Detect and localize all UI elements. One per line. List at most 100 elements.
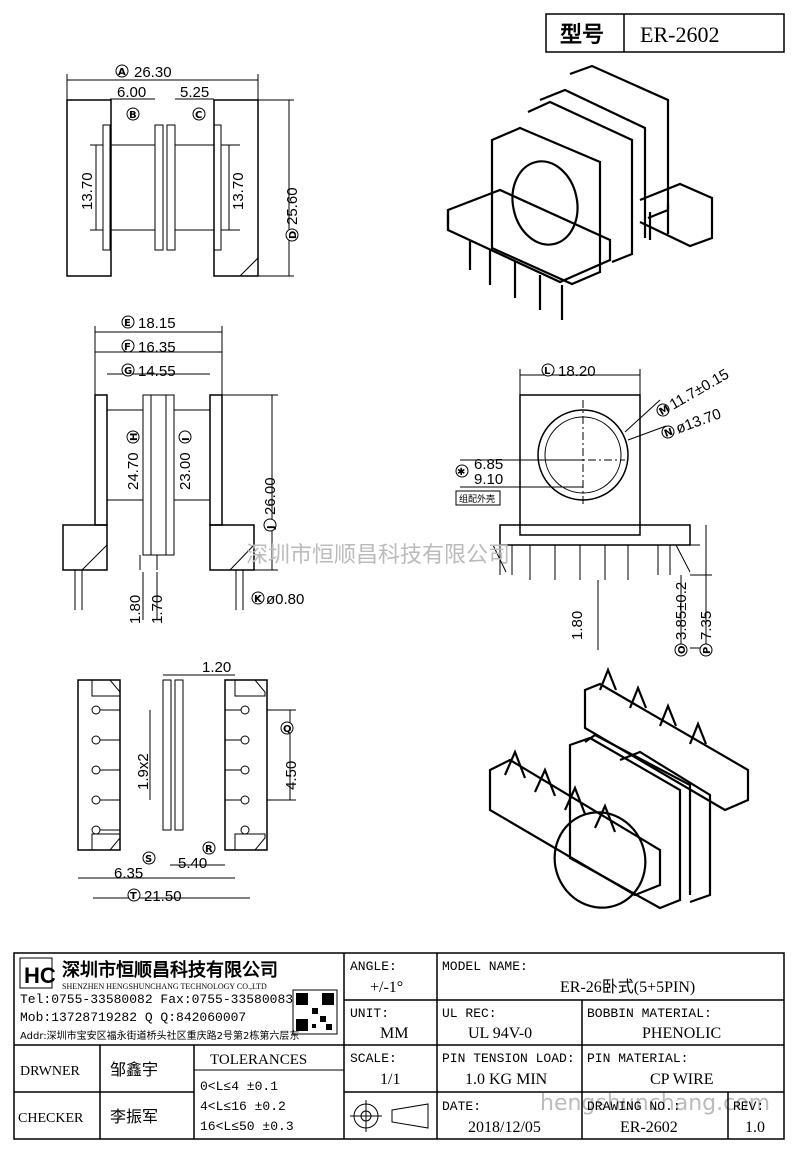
checker-label: CHECKER [18,1111,84,1126]
dim-n: ø13.70 [674,405,724,437]
tolerances-title: TOLERANCES [210,1052,307,1068]
iso-view-top [446,64,714,320]
drawing-value: ER-2602 [620,1119,678,1136]
svg-text:P: P [702,647,713,654]
svg-text:S: S [145,854,152,865]
scale-label: SCALE: [350,1051,397,1066]
qr-code [292,989,338,1035]
dim-bot1: 1.80 [127,595,144,624]
dim-d: 25.60 [284,187,301,225]
pin-label: PIN MATERIAL: [587,1051,688,1066]
projection-symbol [350,1100,429,1132]
svg-text:G: G [124,366,132,377]
dim-bot2: 1.70 [149,595,166,624]
tension-label: PIN TENSION LOAD: [442,1051,575,1066]
dim-f: 16.35 [138,339,176,356]
dim-b: 6.00 [117,84,146,101]
svg-text:N: N [663,427,675,440]
svg-text:H: H [129,433,140,441]
svg-text:M: M [658,404,672,419]
ul-label: UL REC: [442,1006,497,1021]
dim-180-side: 1.80 [569,611,586,640]
dim-right-1370: 13.70 [230,172,247,210]
company-addr: Addr:深圳市宝安区福永街道桥头社区重庆路2号第2栋第六层东 [20,1029,299,1042]
svg-text:E: E [124,318,131,329]
svg-text:O: O [677,645,688,654]
dim-r: 5.40 [178,855,207,872]
dim-e: 18.15 [138,315,176,332]
dim-p: 7.35 [698,611,715,640]
dim-star: 6.85 [474,456,503,473]
watermark: 深圳市恒顺昌科技有限公司 [246,543,510,568]
tension-value: 1.0 KG MIN [465,1071,548,1088]
dim-i: 23.00 [177,452,194,490]
svg-text:T: T [130,891,137,902]
rev-label: REV: [733,1099,764,1114]
ul-value: UL 94V-0 [468,1025,532,1042]
svg-text:A: A [118,67,126,78]
logo-mark: HC [24,963,56,988]
dim-j: 26.00 [262,477,279,515]
dim-h: 24.70 [125,452,142,490]
tol-row-2: 4<L≤16 ±0.2 [200,1099,286,1114]
pin-value: CP WIRE [650,1071,714,1088]
company-name-en: SHENZHEN HENGSHUNCHANG TECHNOLOGY CO.,LT… [62,982,267,991]
front-view: E 18.15 F 16.35 G 14.55 24.70 H 23.00 I … [62,315,304,624]
company-mob: Mob:13728719282 Q Q:842060007 [20,1010,246,1025]
svg-text:L: L [544,366,551,377]
dim-k: ø0.80 [266,591,304,608]
company-name-cn: 深圳市恒顺昌科技有限公司 [62,959,278,981]
bottom-view: 1.20 1.9x2 Q 4.50 R 5.40 S 6.35 T 21.50 [77,659,300,905]
svg-text:✱: ✱ [457,467,465,478]
note-assembly-shell: 组配外壳 [459,493,495,505]
svg-text:Q: Q [283,724,292,735]
checker-name: 李振军 [110,1107,158,1126]
drawing-label: DRAWING NO.: [587,1099,681,1114]
angle-value: +/-1° [370,979,403,996]
dim-g: 14.55 [138,363,176,380]
dim-left-1370: 13.70 [79,172,96,210]
header-box: 型号 ER-2602 [545,13,785,53]
bobbin-label: BOBBIN MATERIAL: [587,1006,712,1021]
date-label: DATE: [442,1099,481,1114]
dim-m: 11.7±0.15 [667,366,732,413]
svg-text:F: F [124,342,131,353]
dim-c: 5.25 [180,84,209,101]
svg-text:C: C [195,110,202,121]
type-value: ER-2602 [640,22,719,47]
dim-910: 9.10 [474,471,503,488]
svg-text:D: D [288,231,299,239]
date-value: 2018/12/05 [468,1119,541,1136]
svg-text:J: J [266,525,277,530]
dim-19x2: 1.9x2 [135,753,152,790]
unit-value: MM [380,1025,408,1042]
type-label: 型号 [560,23,604,48]
company-tel: Tel:0755-33580082 Fax:0755-33580083 [20,992,293,1007]
tol-row-3: 16<L≤50 ±0.3 [200,1119,294,1134]
top-view: A 26.30 6.00 B 5.25 C D 25.60 13.70 13.7… [66,64,301,277]
dim-a: 26.30 [134,64,172,81]
svg-text:R: R [205,844,213,855]
dim-q: 4.50 [283,761,300,790]
drawer-label: DRWNER [20,1064,81,1079]
scale-value: 1/1 [380,1071,400,1088]
drawer-name: 邹鑫宇 [110,1060,158,1079]
dim-120: 1.20 [202,659,231,676]
rev-value: 1.0 [745,1119,765,1136]
side-view: L 18.20 M 11.7±0.15 N ø13.70 ✱ 6.85 9.10… [455,363,732,657]
dim-o: 3.85±0.2 [673,582,690,640]
svg-text:K: K [254,594,263,605]
watermark-url: hengshunchang.com [540,1091,770,1116]
dim-t: 21.50 [144,888,182,905]
model-label: MODEL NAME: [442,959,528,974]
dim-l: 18.20 [558,363,596,380]
svg-text:I: I [181,437,192,441]
dim-s: 6.35 [114,865,143,882]
tol-row-1: 0<L≤4 ±0.1 [200,1079,278,1094]
model-value: ER-26卧式(5+5PIN) [560,978,695,996]
bobbin-value: PHENOLIC [642,1025,721,1042]
angle-label: ANGLE: [350,959,397,974]
unit-label: UNIT: [350,1006,389,1021]
title-block: HC 深圳市恒顺昌科技有限公司 SHENZHEN HENGSHUNCHANG T… [13,952,785,1140]
